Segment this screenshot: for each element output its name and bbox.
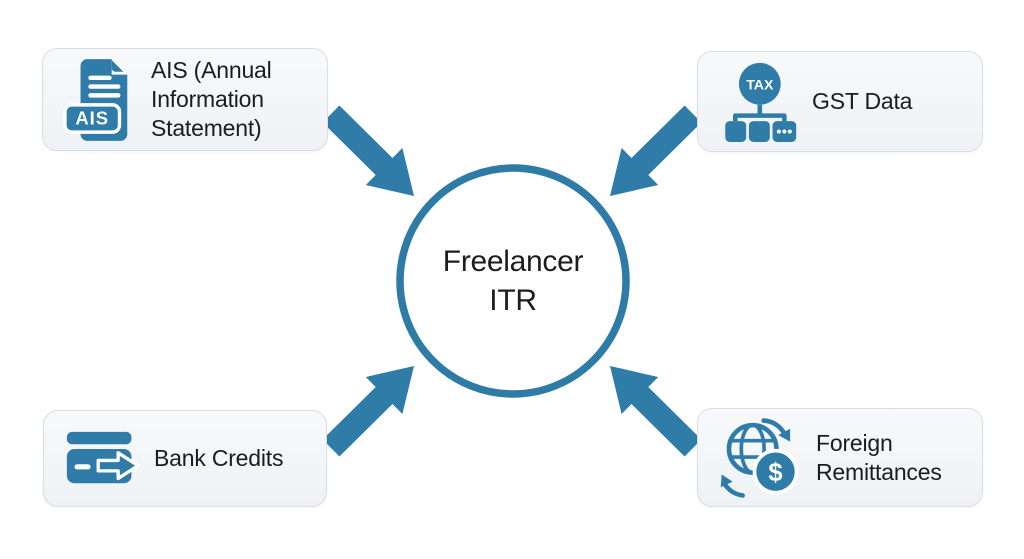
arrow-gst-to-center [610,105,702,196]
globe-dollar-icon: $ [720,417,799,498]
source-label-ais: AIS (Annual Information Statement) [151,57,272,141]
source-box-gst: TAX GST Data [697,51,983,152]
ais-icon-text: AIS [75,107,109,128]
tax-hierarchy-icon: TAX [725,62,797,142]
center-node: Freelancer ITR [403,171,623,391]
source-box-ais: AIS AIS (Annual Information Statement) [42,48,328,151]
source-label-gst: GST Data [812,88,913,115]
center-circle [396,164,630,398]
tax-icon-text: TAX [746,76,774,92]
source-label-foreign-remittances: Foreign Remittances [816,429,942,485]
arrow-foreign-remittances-to-center [610,366,702,457]
source-box-bank-credits: Bank Credits [43,410,327,507]
source-label-bank-credits: Bank Credits [154,445,284,472]
arrow-ais-to-center [322,105,414,196]
dollar-icon-text: $ [768,458,782,486]
ais-document-icon: AIS [63,57,129,141]
source-box-foreign-remittances: $ Foreign Remittances [697,408,983,507]
arrow-bank-credits-to-center [322,366,414,457]
bank-card-arrow-icon [66,431,140,484]
center-node-label: Freelancer ITR [442,245,584,317]
